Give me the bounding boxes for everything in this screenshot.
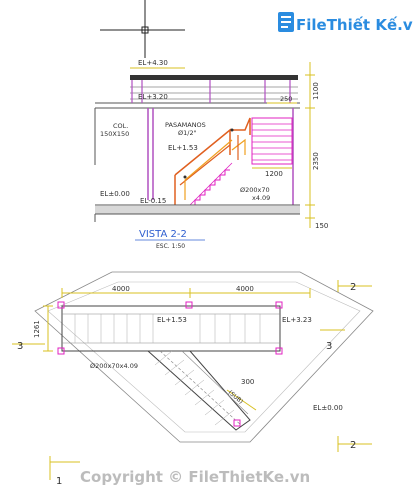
level-foundation: EL-0.15 xyxy=(140,197,166,205)
level-middle: EL+3.20 xyxy=(138,93,168,101)
site-outline xyxy=(34,271,374,443)
view-scale: ESC. 1:50 xyxy=(156,243,185,250)
axis-label-1: 1 xyxy=(56,476,62,487)
elevation-dimensions xyxy=(130,62,315,228)
axis-label-2-top: 2 xyxy=(350,282,356,293)
axis-1: 1 xyxy=(49,456,80,487)
dim-right: 4000 xyxy=(236,285,254,293)
handrail-size: Ø1/2" xyxy=(178,129,197,137)
cad-cursor xyxy=(100,0,185,58)
elevation-view: EL+4.30 EL+3.20 COL. 150X150 PASAMANOS Ø… xyxy=(94,59,328,250)
axis-2-top: 2 xyxy=(337,280,372,293)
upper-flight xyxy=(251,117,293,165)
dim-250: 250 xyxy=(280,95,292,103)
dim-1100: 1100 xyxy=(312,82,320,100)
plan-pipe-label: Ø200x70x4.09 xyxy=(90,362,138,370)
axis-3-left: 3 xyxy=(12,341,45,352)
dim-150: 150 xyxy=(315,222,328,230)
plan-top-dimension: 4000 4000 xyxy=(61,285,311,298)
roof-slab xyxy=(130,75,298,80)
pipe-length: x4.09 xyxy=(252,194,270,202)
pipe-label: Ø200x70 xyxy=(240,186,270,194)
brand-text: FileThiết Kế.vn xyxy=(296,15,413,34)
axis-label-3-right: 3 xyxy=(326,341,332,352)
plan-diagonal-flight xyxy=(146,350,257,431)
plan-view: 4000 4000 xyxy=(12,271,374,487)
dim-side: 1261 xyxy=(33,320,41,338)
lower-flight xyxy=(189,162,233,206)
brand-logo: FileThiết Kế.vn xyxy=(278,12,413,34)
copyright-watermark: Copyright © FileThietKe.vn xyxy=(80,468,310,486)
column-size: 150X150 xyxy=(100,130,129,138)
level-top: EL+4.30 xyxy=(138,59,168,67)
handrail-label: PASAMANOS xyxy=(165,121,206,129)
dim-left: 4000 xyxy=(112,285,130,293)
handrail xyxy=(174,117,251,205)
axis-2-bottom: 2 xyxy=(337,436,372,452)
copyright-text: Copyright © FileThietKe.vn xyxy=(80,468,310,486)
axis-label-3-left: 3 xyxy=(17,341,23,352)
dim-2350: 2350 xyxy=(312,152,320,170)
plan-level-top: EL+3.23 xyxy=(282,316,312,324)
ground-line xyxy=(94,204,300,222)
plan-stair-flight xyxy=(57,301,283,355)
axis-3-right: 3 xyxy=(320,329,345,352)
column-label: COL. xyxy=(113,122,128,130)
plan-level-landing: EL+1.53 xyxy=(157,316,187,324)
level-ground: EL±0.00 xyxy=(100,190,130,198)
plan-dim-300: 300 xyxy=(241,378,254,386)
plan-side-dimension: 1261 xyxy=(33,305,53,352)
plan-level-ground: EL±0.00 xyxy=(313,404,343,412)
level-landing: EL+1.53 xyxy=(168,144,198,152)
axis-label-2-bottom: 2 xyxy=(350,440,356,451)
dim-1200: 1200 xyxy=(265,170,283,178)
view-title: VISTA 2-2 xyxy=(139,229,187,240)
